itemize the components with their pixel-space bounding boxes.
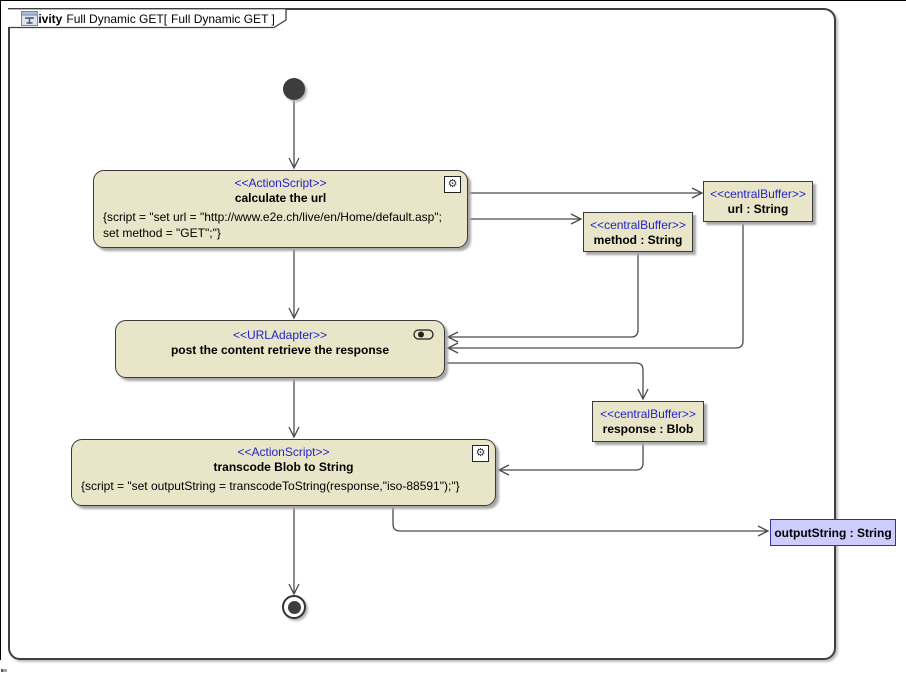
final-node-dot bbox=[287, 600, 301, 614]
action-transcode[interactable]: <<ActionScript>> transcode Blob to Strin… bbox=[71, 439, 496, 506]
frame-tab-outline bbox=[8, 8, 287, 29]
window-border-top bbox=[0, 0, 906, 1]
action-name: transcode Blob to String bbox=[213, 460, 354, 474]
frame-name: Full Dynamic GET[ bbox=[66, 12, 168, 26]
activity-diagram-icon bbox=[21, 11, 38, 26]
stereotype-label: <<ActionScript>> bbox=[237, 445, 330, 459]
activity-parameter-outputstring[interactable]: outputString : String bbox=[770, 519, 896, 546]
central-buffer-url[interactable]: <<centralBuffer>> url : String bbox=[703, 181, 813, 222]
screen-artifact bbox=[1, 669, 7, 672]
stereotype-label: <<centralBuffer>> bbox=[710, 187, 806, 201]
action-post-content[interactable]: <<URLAdapter>> post the content retrieve… bbox=[115, 320, 445, 378]
central-buffer-response[interactable]: <<centralBuffer>> response : Blob bbox=[592, 401, 704, 442]
gear-icon: ⚙ bbox=[472, 445, 489, 462]
frame-title-tab[interactable]: activity Full Dynamic GET[ Full Dynamic … bbox=[8, 8, 290, 29]
action-script-text: {script = "set url = "http://www.e2e.ch/… bbox=[103, 210, 442, 240]
action-name: calculate the url bbox=[234, 191, 327, 205]
frame-name-suffix: Full Dynamic GET ] bbox=[171, 12, 275, 26]
stereotype-label: <<centralBuffer>> bbox=[600, 407, 696, 421]
url-adapter-icon bbox=[413, 329, 434, 340]
gear-icon: ⚙ bbox=[444, 176, 461, 193]
parameter-name: outputString : String bbox=[774, 525, 892, 540]
action-calculate-url[interactable]: <<ActionScript>> calculate the url {scri… bbox=[93, 170, 468, 248]
stereotype-label: <<URLAdapter>> bbox=[232, 328, 328, 342]
stereotype-label: <<centralBuffer>> bbox=[590, 218, 686, 232]
action-name: post the content retrieve the response bbox=[170, 343, 390, 357]
buffer-name: response : Blob bbox=[602, 422, 694, 436]
buffer-name: url : String bbox=[727, 202, 789, 216]
stereotype-label: <<ActionScript>> bbox=[234, 176, 327, 190]
window-border-left bbox=[0, 0, 1, 660]
central-buffer-method[interactable]: <<centralBuffer>> method : String bbox=[583, 212, 693, 252]
activity-final-node[interactable] bbox=[282, 595, 306, 619]
buffer-name: method : String bbox=[593, 233, 683, 247]
action-script-text: {script = "set outputString = transcodeT… bbox=[81, 479, 460, 493]
initial-node[interactable] bbox=[283, 78, 305, 100]
activity-frame[interactable] bbox=[8, 8, 836, 660]
